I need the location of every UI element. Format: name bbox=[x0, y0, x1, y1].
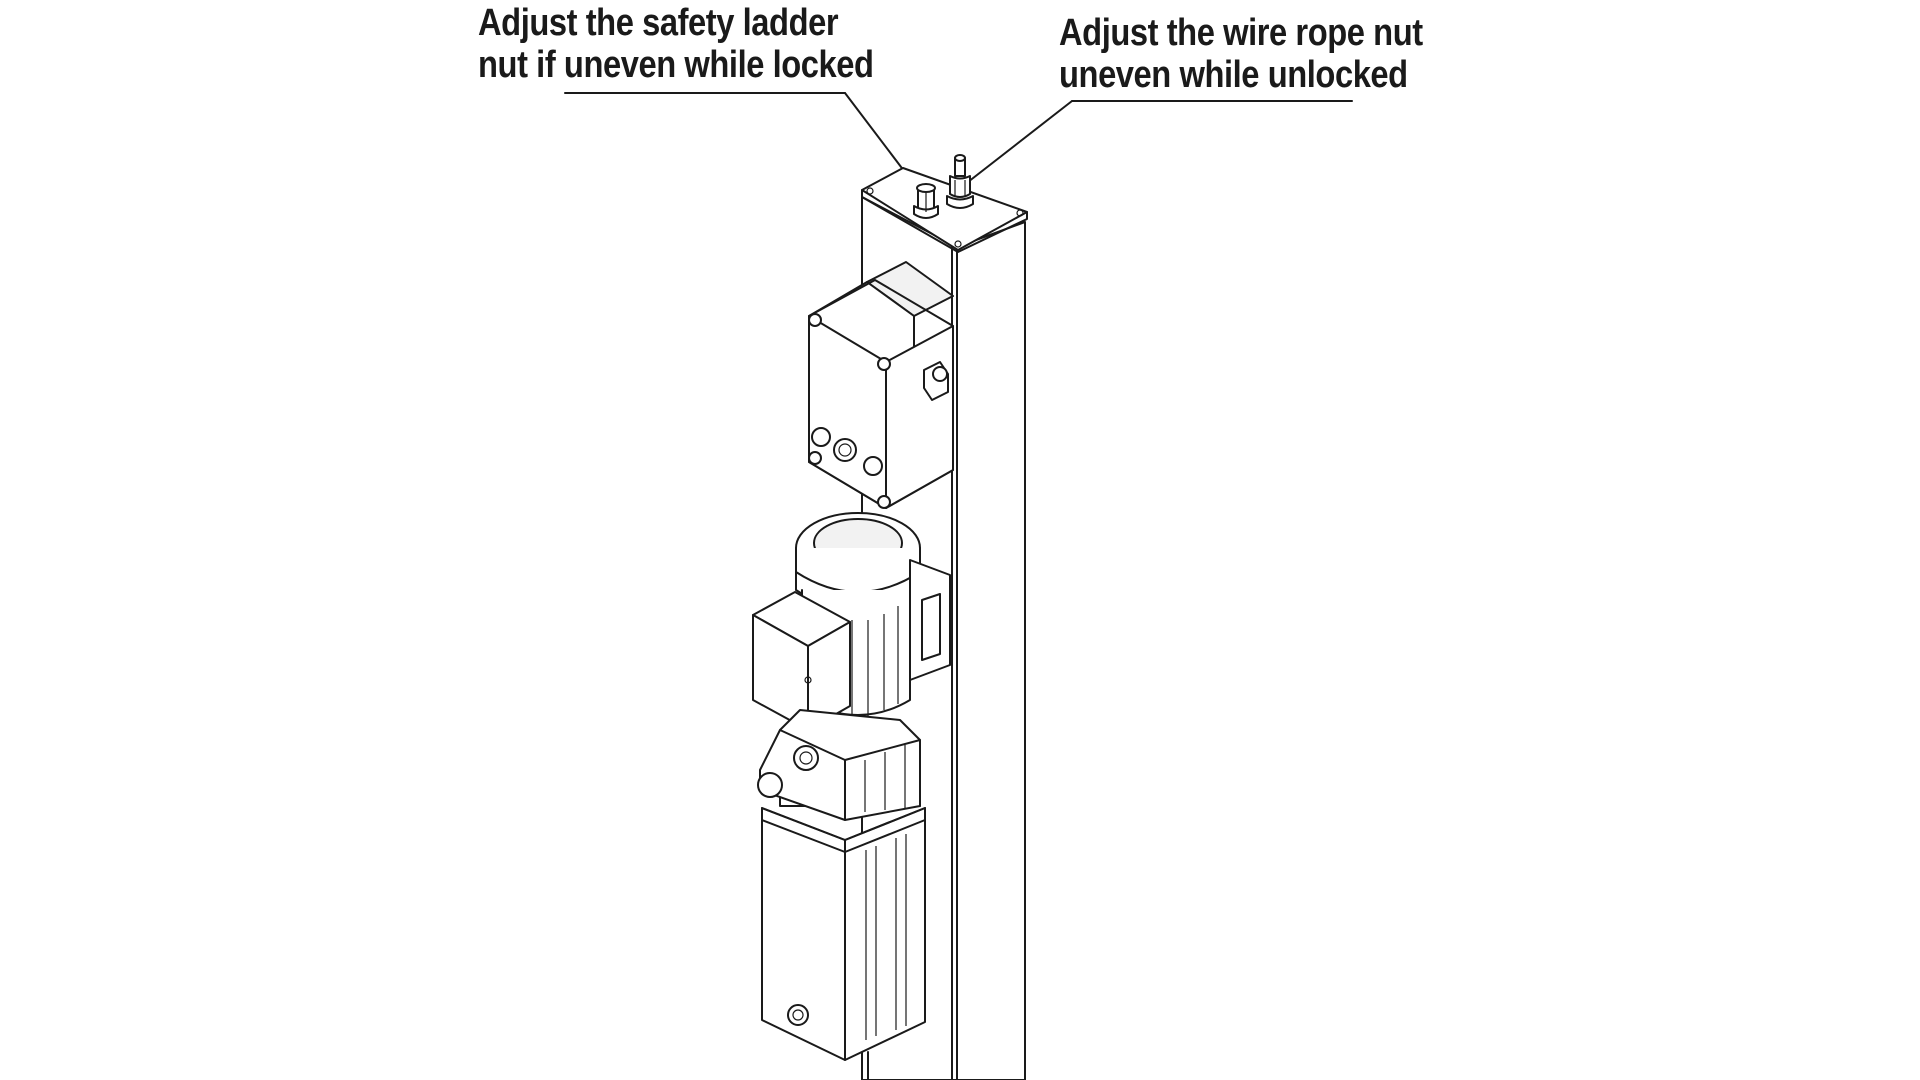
callout-wire-rope-nut: Adjust the wire rope nut if uneven while… bbox=[1059, 12, 1427, 96]
motor bbox=[752, 512, 951, 731]
callout-right-line1: Adjust the wire rope nut if bbox=[1059, 12, 1428, 54]
safety-ladder-nut bbox=[913, 183, 939, 219]
callout-left-line1: Adjust the safety ladder bbox=[478, 2, 839, 44]
hydraulic-pump bbox=[757, 709, 921, 821]
callout-safety-ladder-nut: Adjust the safety ladder nut if uneven w… bbox=[478, 2, 874, 86]
control-box bbox=[808, 261, 954, 509]
leader-line-left bbox=[564, 92, 921, 193]
callout-right-line2: uneven while unlocked bbox=[1059, 54, 1408, 96]
wire-rope-nut bbox=[946, 154, 974, 209]
oil-tank bbox=[761, 807, 926, 1080]
leader-line-right bbox=[967, 100, 1353, 183]
callout-left-line2: nut if uneven while locked bbox=[478, 44, 874, 86]
